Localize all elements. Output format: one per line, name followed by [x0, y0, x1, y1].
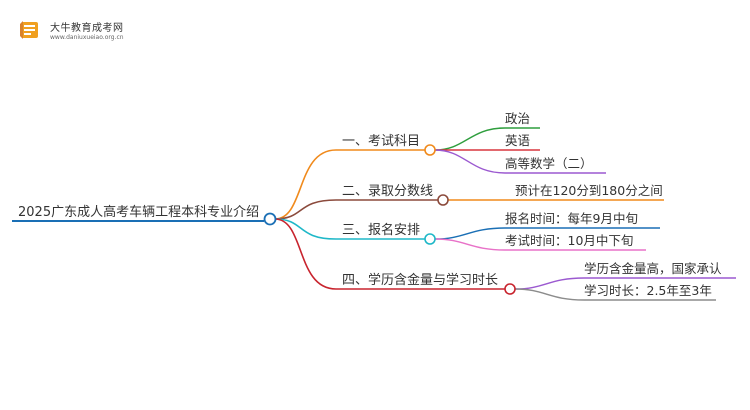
leaf-label: 高等数学（二） [505, 156, 593, 171]
leaf-label: 学历含金量高，国家承认 [584, 261, 722, 276]
branch-node-3[interactable] [424, 233, 436, 245]
leaf-label: 政治 [505, 111, 530, 126]
branch-label-4: 四、学历含金量与学习时长 [342, 272, 498, 288]
root-node[interactable] [263, 212, 277, 226]
branch-connector [274, 218, 337, 290]
branch-node-4[interactable] [504, 283, 516, 295]
leaf-connector [514, 288, 585, 301]
book-logo-icon [20, 21, 38, 39]
logo-title: 大牛教育成考网 [50, 23, 124, 34]
branch-connector [274, 199, 337, 220]
leaf-label: 预计在120分到180分之间 [515, 183, 663, 198]
leaf-label: 学习时长：2.5年至3年 [584, 283, 712, 298]
leaf-connector [514, 277, 585, 290]
branch-label-1: 一、考试科目 [342, 134, 420, 149]
leaf-connector [434, 227, 506, 240]
leaf-label: 考试时间：10月中下旬 [505, 233, 633, 248]
branch-connector [274, 149, 337, 220]
branch-node-1[interactable] [424, 144, 436, 156]
branch-label-2: 二、录取分数线 [342, 184, 433, 199]
logo-url: www.daniuxueiao.org.cn [50, 34, 124, 41]
branch-connector [274, 218, 337, 240]
branch-node-2[interactable] [437, 194, 449, 206]
leaf-connector [434, 238, 506, 251]
branch-label-3: 三、报名安排 [342, 222, 420, 238]
leaf-label: 英语 [505, 133, 530, 148]
leaf-label: 报名时间：每年9月中旬 [505, 211, 638, 226]
logo: 大牛教育成考网 www.daniuxueiao.org.cn [14, 16, 144, 48]
root-topic: 2025广东成人高考车辆工程本科专业介绍 [18, 204, 259, 220]
leaf-connector [434, 127, 506, 151]
leaf-connector [434, 149, 506, 174]
